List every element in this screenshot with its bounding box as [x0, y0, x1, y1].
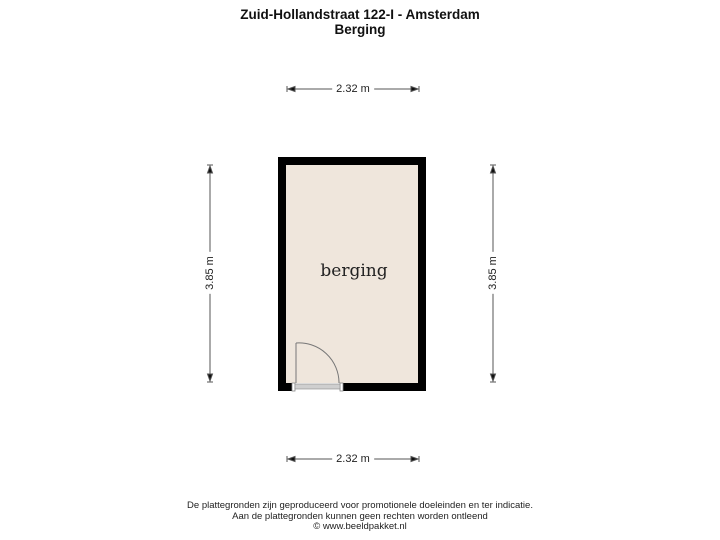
room-label: berging	[320, 261, 388, 281]
copyright: © www.beeldpakket.nl	[313, 521, 407, 532]
room-berging	[278, 157, 426, 392]
disclaimer: De plattegronden zijn geproduceerd voor …	[0, 500, 720, 533]
dimension-bottom-label: 2.32 m	[332, 453, 374, 465]
dimension-right-label: 3.85 m	[487, 252, 499, 294]
dimension-left-label: 3.85 m	[204, 252, 216, 294]
disclaimer-line-2: Aan de plattegronden kunnen geen rechten…	[232, 510, 488, 522]
page-title: Zuid-Hollandstraat 122-I - Amsterdam	[240, 7, 480, 22]
disclaimer-line-1: De plattegronden zijn geproduceerd voor …	[187, 500, 533, 511]
dimension-top-label: 2.32 m	[332, 83, 374, 95]
page-subtitle: Berging	[334, 22, 386, 37]
door-swing	[295, 342, 340, 384]
